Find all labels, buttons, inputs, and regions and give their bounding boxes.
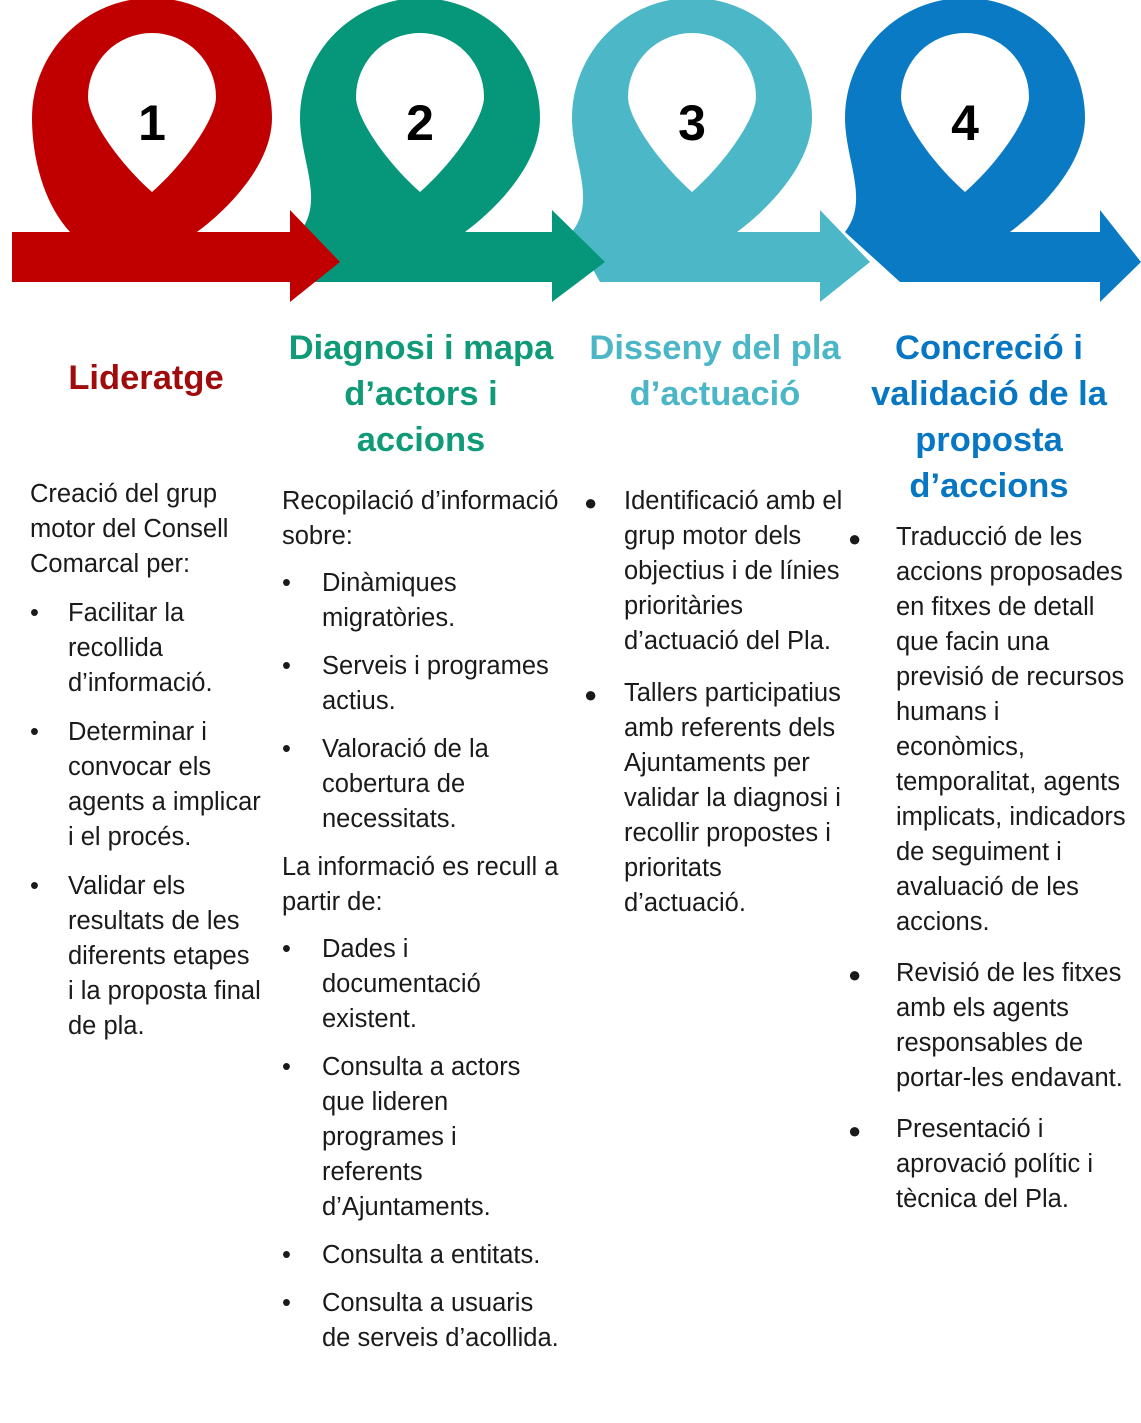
list-item: •Serveis i programes actius. xyxy=(282,649,560,719)
step-1-column: Lideratge Creació del grup motor del Con… xyxy=(30,325,262,1058)
step-1-ribbon xyxy=(12,0,340,302)
step-1-title: Lideratge xyxy=(68,359,224,397)
step-3-list: ●Identificació amb el grup motor dels ob… xyxy=(584,484,846,921)
step-3-number: 3 xyxy=(678,95,706,151)
step-2-number: 2 xyxy=(406,95,434,151)
bullet-icon: • xyxy=(282,1241,291,1269)
list-item: ●Identificació amb el grup motor dels ob… xyxy=(584,487,843,655)
step-4-number: 4 xyxy=(951,95,979,151)
step-2-intro: Recopilació d’informació sobre: xyxy=(282,487,559,550)
step-2-list: •Dinàmiques migratòries. •Serveis i prog… xyxy=(282,566,560,837)
step-2-ribbon xyxy=(300,0,605,302)
list-item: •Dinàmiques migratòries. xyxy=(282,566,560,636)
bullet-icon: ● xyxy=(848,1118,862,1143)
list-item: •Valoració de la cobertura de necessitat… xyxy=(282,732,560,837)
list-item: •Determinar i convocar els agents a impl… xyxy=(30,715,262,855)
bullet-icon: ● xyxy=(584,490,598,515)
bullet-icon: • xyxy=(282,735,291,763)
bullet-icon: ● xyxy=(584,682,598,707)
step-4-title: Concreció i validació de la proposta d’a… xyxy=(871,329,1107,505)
step-2-sources-list: •Dades i documentació existent. •Consult… xyxy=(282,932,560,1356)
list-item: ●Traducció de les accions proposades en … xyxy=(848,523,1126,936)
list-item: ●Tallers participatius amb referents del… xyxy=(584,679,841,917)
step-4-ribbon xyxy=(845,0,1141,302)
step-4-list: ●Traducció de les accions proposades en … xyxy=(848,520,1130,1217)
step-1-list: •Facilitar la recollida d’informació. •D… xyxy=(30,596,262,1044)
list-item: ●Revisió de les fitxes amb els agents re… xyxy=(848,959,1123,1092)
list-item: •Consulta a actors que lideren programes… xyxy=(282,1050,560,1225)
bullet-icon: • xyxy=(282,652,291,680)
list-item: •Facilitar la recollida d’informació. xyxy=(30,596,262,701)
step-2-intro-secondary: La informació es recull a partir de: xyxy=(282,853,559,916)
list-item: •Consulta a entitats. xyxy=(282,1238,560,1273)
step-3-title: Disseny del pla d’actuació xyxy=(589,329,841,413)
step-4-column: Concreció i validació de la proposta d’a… xyxy=(848,325,1130,1233)
step-3-column: Disseny del pla d’actuació ●Identificaci… xyxy=(584,325,846,938)
list-item: ●Presentació i aprovació polític i tècni… xyxy=(848,1115,1094,1213)
step-1-intro: Creació del grup motor del Consell Comar… xyxy=(30,480,229,578)
list-item: •Consulta a usuaris de serveis d’acollid… xyxy=(282,1286,560,1356)
process-banner: 1 2 3 4 xyxy=(12,0,1141,302)
step-3-ribbon xyxy=(572,0,870,302)
step-1-number: 1 xyxy=(138,95,166,151)
bullet-icon: • xyxy=(30,599,39,627)
bullet-icon: • xyxy=(30,872,39,900)
step-2-column: Diagnosi i mapa d’actors i accions Recop… xyxy=(282,325,560,1369)
bullet-icon: • xyxy=(282,569,291,597)
bullet-icon: • xyxy=(282,935,291,963)
bullet-icon: • xyxy=(282,1053,291,1081)
step-2-title: Diagnosi i mapa d’actors i accions xyxy=(288,329,554,459)
bullet-icon: • xyxy=(30,718,39,746)
bullet-icon: ● xyxy=(848,962,862,987)
bullet-icon: ● xyxy=(848,526,862,551)
list-item: •Validar els resultats de les diferents … xyxy=(30,869,262,1044)
list-item: •Dades i documentació existent. xyxy=(282,932,560,1037)
bullet-icon: • xyxy=(282,1289,291,1317)
